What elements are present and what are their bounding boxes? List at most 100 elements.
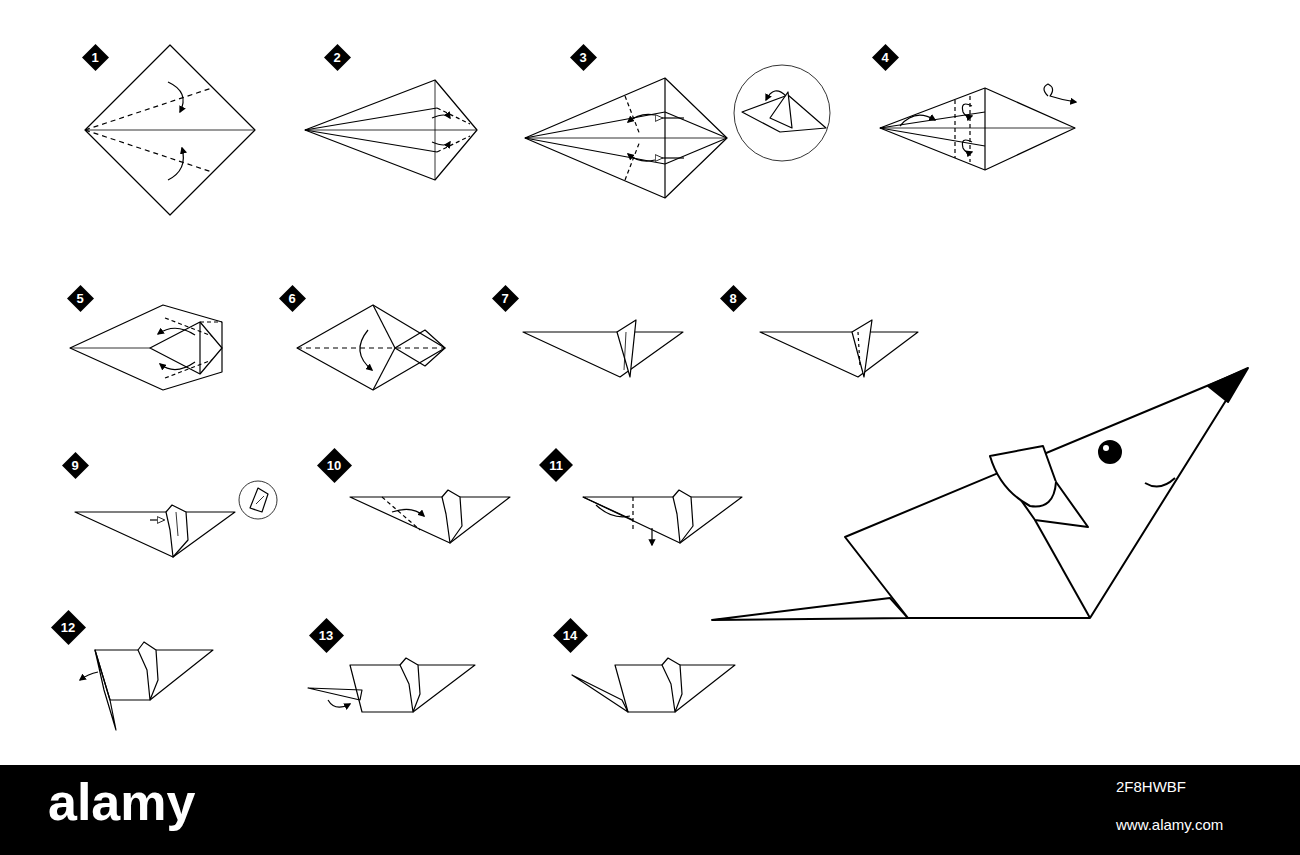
step-number-badge: 8 [720, 285, 747, 312]
figure-stroke [1035, 520, 1090, 618]
figure-stroke [75, 512, 235, 557]
figure-stroke [400, 658, 420, 712]
figure-stroke [1208, 368, 1248, 402]
step-number: 14 [553, 618, 588, 653]
figure-stroke [662, 658, 682, 712]
figure-stroke [990, 456, 1056, 507]
step-number-badge: 9 [62, 452, 89, 479]
step-number: 10 [317, 448, 352, 483]
figure-stroke [373, 348, 395, 390]
figure-stroke [596, 505, 630, 517]
badge-shape [492, 285, 519, 312]
figure-stroke [168, 148, 183, 180]
figure-stroke [308, 688, 362, 700]
figure-stroke [651, 528, 652, 545]
badge-shape [279, 285, 306, 312]
finished-mouse [712, 368, 1248, 620]
figure-stroke [525, 138, 665, 164]
figure-stroke [373, 305, 395, 348]
step-14-figure [572, 658, 735, 712]
figure-stroke [435, 80, 436, 180]
step-number-badge: 13 [309, 618, 344, 653]
step-number-badge: 6 [279, 285, 306, 312]
figure-stroke [880, 88, 1075, 170]
figure-stroke [583, 497, 742, 543]
watermark-text: 2F8HWBF [1116, 778, 1186, 795]
step-5-figure [70, 305, 222, 390]
figure-stroke [962, 104, 972, 117]
figure-stroke [166, 505, 188, 557]
step-number: 6 [279, 285, 306, 312]
figure-stroke [395, 330, 445, 366]
figure-stroke [442, 490, 462, 543]
step-4-figure [880, 84, 1076, 170]
figure-stroke [305, 80, 477, 180]
figure-stroke [628, 114, 655, 122]
figure-stroke [95, 650, 116, 730]
step-number-badge: 7 [492, 285, 519, 312]
figure-stroke [350, 497, 510, 543]
figure-stroke [176, 512, 178, 536]
badge-shape [309, 618, 344, 653]
step-number: 8 [720, 285, 747, 312]
figure-stroke [432, 115, 450, 118]
figure-stroke [85, 130, 212, 172]
step-10-figure [350, 490, 510, 543]
figure-stroke [662, 157, 684, 158]
step-number: 12 [51, 610, 86, 645]
figure-stroke [572, 675, 628, 712]
figure-stroke [628, 154, 655, 161]
figure-stroke [168, 82, 183, 112]
figure-stroke [770, 92, 792, 128]
figure-stroke [1044, 84, 1076, 102]
step-number-badge: 11 [539, 448, 573, 482]
figure-stroke [70, 348, 150, 349]
figure-stroke [250, 488, 268, 512]
step-number: 2 [324, 44, 351, 71]
figure-stroke [760, 332, 918, 377]
figure-stroke [297, 347, 445, 348]
step-7-figure [523, 320, 683, 377]
figure-stroke [673, 490, 693, 543]
figure-stroke [664, 78, 665, 198]
figure-stroke [984, 88, 985, 170]
figure-stroke [880, 128, 985, 146]
figure-stroke [165, 318, 212, 336]
step-11-figure [583, 490, 742, 545]
figure-stroke [138, 642, 158, 700]
figure-stroke [880, 112, 985, 128]
figure-stroke [583, 497, 633, 520]
badge-shape [51, 610, 86, 645]
badge-shape [62, 452, 89, 479]
figure-stroke [150, 322, 222, 374]
figure-stroke [200, 321, 222, 322]
step-number-badge: 4 [872, 44, 899, 71]
watermark-text: alamy [48, 772, 195, 832]
figure-stroke [625, 96, 640, 135]
figure-stroke [1099, 441, 1121, 463]
step-number-badge: 5 [67, 285, 94, 312]
figure-stroke [525, 78, 727, 198]
step-number-badge: 14 [553, 618, 588, 653]
figure-stroke [712, 598, 908, 620]
figure-stroke [80, 672, 98, 680]
step-12-figure [80, 642, 213, 730]
figure-stroke [432, 142, 450, 145]
figure-stroke [256, 496, 264, 504]
badge-shape [317, 448, 352, 483]
figure-stroke [158, 328, 195, 335]
step-number: 5 [67, 285, 94, 312]
step-6-figure [297, 305, 445, 390]
figure-stroke [880, 128, 1075, 129]
figure-stroke [305, 130, 477, 131]
figure-stroke [665, 112, 727, 138]
figure-stroke [199, 322, 200, 374]
step-number: 11 [539, 448, 573, 482]
step-13-figure [308, 658, 475, 712]
figure-stroke [852, 320, 872, 377]
figure-stroke [625, 141, 640, 180]
badge-shape [324, 44, 351, 71]
